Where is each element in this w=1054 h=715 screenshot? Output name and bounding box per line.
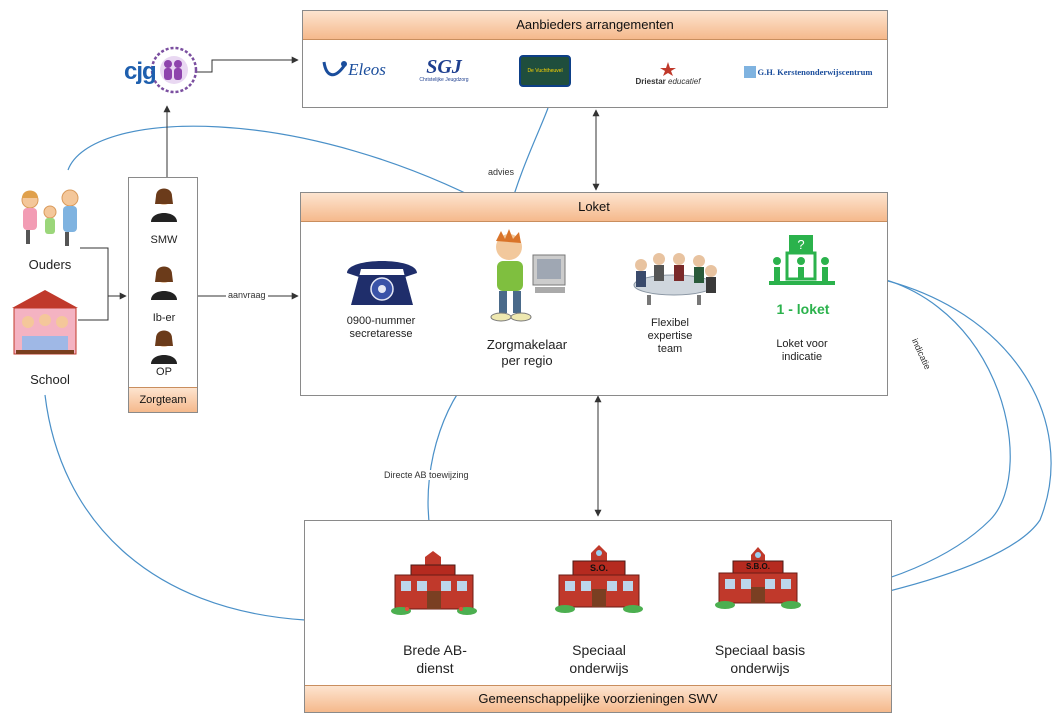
- aanvraag-label: aanvraag: [226, 290, 268, 300]
- ouders-to-loket-curve: [67, 125, 509, 216]
- so-sign: S.O.: [589, 563, 608, 573]
- driestar-star-icon: [660, 61, 676, 76]
- indicatie-curve-1: [837, 271, 1011, 591]
- kersten-logo: G.H. Kerstenonderwijscentrum: [735, 61, 881, 83]
- brede-ab-school-icon: [387, 551, 481, 622]
- cjg-ring-icon: [150, 46, 198, 94]
- zorgteam-footer: Zorgteam: [129, 387, 197, 412]
- ouders-line: [80, 247, 109, 296]
- sbo-label: Speciaal basis onderwijs: [714, 642, 806, 676]
- loket-title: Loket: [301, 193, 887, 222]
- driestar-logo: Driestar educatief: [623, 55, 713, 91]
- sgj-text: SGJ: [426, 56, 462, 78]
- ouders-label: Ouders: [28, 257, 72, 272]
- cjg-text: cjg: [124, 58, 157, 85]
- eleos-swoosh-icon: [322, 61, 348, 77]
- swv-box: Brede AB- dienst S.O. Speciaal onderwijs…: [304, 520, 892, 713]
- op-person-icon: [147, 328, 181, 369]
- zorgmakelaar-icon: [479, 229, 571, 334]
- smw-person-icon: [147, 186, 181, 227]
- op-label: OP: [156, 366, 172, 378]
- cjg-to-providers-arrow: [196, 56, 299, 73]
- svg-text:?: ?: [797, 237, 804, 252]
- loket-box: Loket 0900-nummer secretaresse Zorgmakel…: [300, 192, 888, 396]
- phone-label: 0900-nummer secretaresse: [346, 315, 416, 340]
- indicatie-loket-label: Loket voor indicatie: [776, 338, 828, 363]
- sbo-school-icon: S.B.O.: [713, 547, 803, 616]
- school-line: [78, 296, 109, 321]
- driestar-text-wrap: Driestar educatief: [636, 77, 701, 86]
- so-label: Speciaal onderwijs: [569, 642, 629, 676]
- providers-box: Aanbieders arrangementen Eleos SGJ Chris…: [302, 10, 888, 108]
- cjg-logo: cjg: [120, 42, 198, 102]
- one-loket-icon: ?: [767, 233, 837, 300]
- ouders-family-icon: [14, 188, 84, 248]
- kersten-badge-icon: [743, 66, 756, 78]
- swv-footer: Gemeenschappelijke voorzieningen SWV: [305, 685, 891, 712]
- smw-label: SMW: [150, 234, 178, 246]
- zorgmakelaar-label: Zorgmakelaar per regio: [486, 337, 568, 368]
- directe-ab-label: Directe AB toewijzing: [382, 470, 471, 480]
- school-to-swv-curve: [44, 394, 306, 621]
- driestar-text: Driestar: [635, 76, 666, 86]
- advies-label: advies: [486, 167, 517, 177]
- vuchtheuvel-text: De Vuchtheuvel: [527, 68, 563, 74]
- providers-title: Aanbieders arrangementen: [303, 11, 887, 40]
- ib-er-person-icon: [147, 264, 181, 305]
- sgj-logo: SGJ Christelijke Jeugdzorg: [411, 51, 477, 89]
- sgj-sub: Christelijke Jeugdzorg: [419, 77, 469, 83]
- ib-er-label: Ib-er: [152, 312, 176, 324]
- school-label: School: [30, 372, 70, 387]
- phone-icon: [341, 251, 423, 314]
- expertise-label: Flexibel expertise team: [647, 317, 693, 355]
- eleos-logo: Eleos: [313, 53, 393, 87]
- so-school-icon: S.O.: [551, 545, 647, 620]
- one-loket-badge: 1 - loket: [776, 301, 830, 317]
- expertise-team-icon: [627, 249, 721, 310]
- eleos-text: Eleos: [348, 60, 386, 79]
- sbo-sign: S.B.O.: [745, 562, 770, 571]
- brede-ab-label: Brede AB- dienst: [403, 642, 467, 676]
- kersten-text: G.H. Kerstenonderwijscentrum: [757, 67, 873, 77]
- zorgteam-box: SMW Ib-er OP Zorgteam: [128, 177, 198, 413]
- vuchtheuvel-logo: De Vuchtheuvel: [519, 55, 571, 87]
- school-building-icon: [8, 286, 82, 358]
- driestar-sub: educatief: [668, 76, 701, 86]
